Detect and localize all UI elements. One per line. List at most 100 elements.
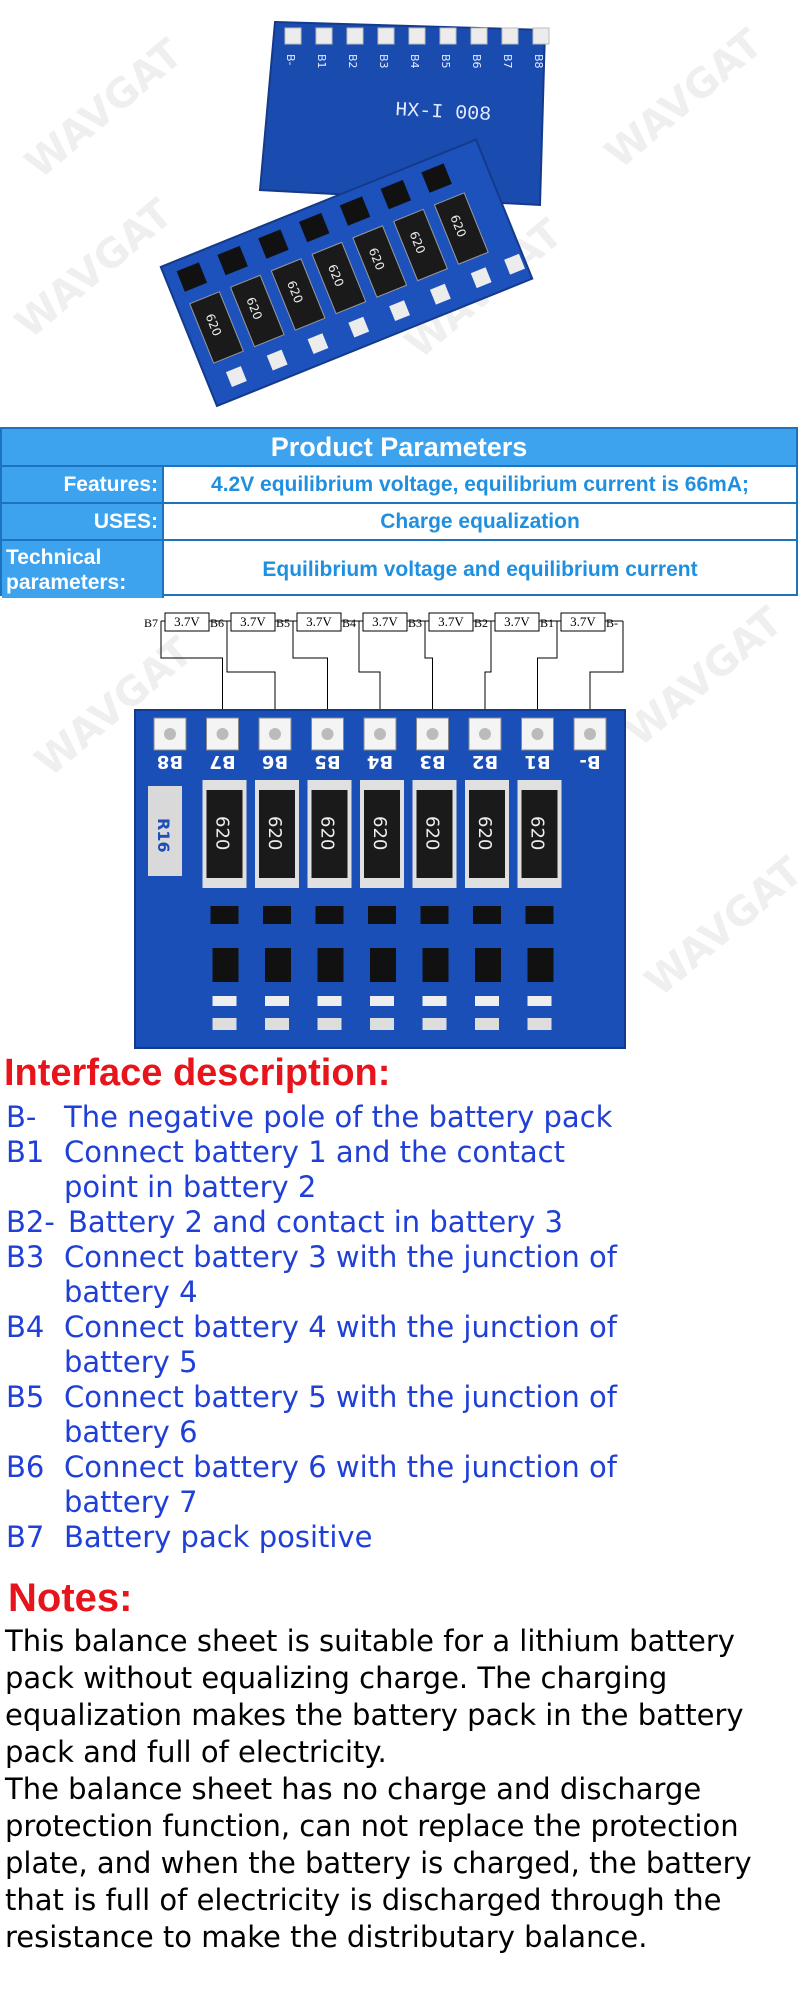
node-label: B3 bbox=[408, 616, 422, 630]
pad-hole bbox=[216, 728, 229, 740]
battery-voltage-label: 3.7V bbox=[504, 614, 530, 629]
list-item: B-The negative pole of the battery pack bbox=[6, 1100, 706, 1135]
mosfet-chip bbox=[217, 245, 248, 276]
resistor-label: 620 bbox=[527, 816, 548, 850]
product-photo: WAVGAT WAVGAT WAVGAT WAVGAT B-B1B2B3B4B5… bbox=[7, 20, 772, 408]
interface-list: B-The negative pole of the battery pack … bbox=[6, 1100, 706, 1555]
mosfet-chip bbox=[210, 906, 239, 924]
pad-hole bbox=[374, 728, 386, 740]
mosfet-chip bbox=[176, 262, 208, 292]
pin-description-line: battery 7 bbox=[64, 1485, 198, 1519]
pin-description-line: Connect battery 6 with the junction of bbox=[64, 1450, 617, 1484]
resistor-label: 620 bbox=[369, 816, 390, 850]
r16-resistor bbox=[148, 786, 182, 876]
led bbox=[212, 996, 237, 1006]
row-value: Charge equalization bbox=[380, 509, 580, 533]
pad-hole bbox=[164, 728, 176, 740]
board-model-label: HX-I 008 bbox=[395, 99, 492, 127]
battery-voltage-label: 3.7V bbox=[372, 614, 398, 629]
resistor bbox=[270, 258, 326, 331]
solder-pad bbox=[389, 300, 410, 322]
wire bbox=[292, 638, 328, 713]
notes-body: This balance sheet is suitable for a lit… bbox=[5, 1623, 800, 1956]
resistor bbox=[259, 790, 295, 878]
wire bbox=[537, 638, 558, 713]
led bbox=[527, 996, 552, 1006]
solder-pad bbox=[258, 717, 292, 751]
resistor-label: 620 bbox=[422, 816, 443, 850]
wire bbox=[589, 638, 624, 713]
watermark-text: WAVGAT bbox=[17, 30, 192, 188]
wire bbox=[484, 638, 492, 713]
pin-description: Battery pack positive bbox=[64, 1520, 373, 1554]
mosfet-chip bbox=[380, 179, 412, 210]
table-title: Product Parameters bbox=[2, 429, 796, 467]
pad-hole bbox=[479, 728, 491, 740]
ic-chip bbox=[370, 948, 396, 982]
solder-pad bbox=[284, 27, 302, 45]
solder-pad bbox=[348, 316, 370, 338]
pin-label: B1 bbox=[524, 751, 550, 772]
product-parameters-table: Product Parameters Features: 4.2V equili… bbox=[0, 427, 798, 598]
led bbox=[317, 996, 342, 1006]
pad-hole bbox=[269, 728, 281, 740]
resistor bbox=[416, 790, 453, 878]
node-label: B4 bbox=[342, 616, 356, 630]
pin-code: B6 bbox=[6, 1450, 45, 1484]
pin-label: B8 bbox=[532, 54, 545, 69]
node-label: B- bbox=[606, 616, 618, 630]
mosfet-chip bbox=[368, 906, 396, 924]
list-item: B6 Connect battery 6 with the junction of… bbox=[6, 1450, 706, 1520]
pin-label: B3 bbox=[377, 54, 390, 69]
solder-pad bbox=[307, 333, 329, 355]
solder-pad bbox=[521, 717, 554, 751]
pad-hole bbox=[426, 728, 439, 740]
led bbox=[370, 996, 394, 1006]
row-label-line: parameters: bbox=[6, 570, 127, 594]
resistor bbox=[364, 790, 400, 878]
pin-code: B4 bbox=[6, 1310, 45, 1344]
battery-cell bbox=[428, 612, 474, 632]
pin-description-line: point in battery 2 bbox=[64, 1170, 317, 1204]
watermark-text: WAVGAT bbox=[7, 190, 182, 348]
pin-code: B5 bbox=[6, 1380, 45, 1414]
node-label: B6 bbox=[210, 616, 224, 630]
row-label-line: Technical bbox=[6, 545, 102, 569]
smd-resistor bbox=[370, 1018, 394, 1030]
battery-cell bbox=[164, 612, 210, 632]
node-label: B2 bbox=[474, 616, 488, 630]
row-value: 4.2V equilibrium voltage, equilibrium cu… bbox=[211, 472, 749, 496]
smd-resistor bbox=[475, 1018, 499, 1030]
pin-label: B- bbox=[579, 751, 600, 772]
solder-pad bbox=[377, 27, 395, 45]
mosfet-chip bbox=[339, 196, 371, 226]
pin-label: B5 bbox=[439, 54, 452, 69]
pin-description-line: battery 4 bbox=[64, 1275, 198, 1309]
ic-chip bbox=[422, 948, 449, 982]
battery-cell bbox=[296, 612, 342, 632]
solder-pad bbox=[266, 349, 288, 371]
table-row: USES: Charge equalization bbox=[2, 504, 796, 541]
mosfet-chip bbox=[258, 229, 289, 259]
list-item: B2-Battery 2 and contact in battery 3 bbox=[6, 1205, 706, 1240]
pin-label: B3 bbox=[419, 751, 445, 772]
wire bbox=[160, 638, 223, 713]
led bbox=[475, 996, 499, 1006]
smd-resistor bbox=[212, 1018, 237, 1030]
resistor bbox=[311, 790, 348, 878]
watermark-text: WAVGAT bbox=[617, 598, 792, 756]
r16-label: R16 bbox=[154, 818, 173, 853]
solder-pad bbox=[504, 253, 525, 275]
solder-pad bbox=[429, 283, 451, 305]
pad-hole bbox=[531, 728, 544, 740]
resistor bbox=[206, 790, 243, 878]
row-label: Features: bbox=[2, 467, 164, 502]
resistor bbox=[469, 790, 505, 878]
wire bbox=[424, 638, 433, 713]
mosfet-chip bbox=[298, 212, 330, 243]
pin-description-line: battery 6 bbox=[64, 1415, 198, 1449]
row-value: Equilibrium voltage and equilibrium curr… bbox=[262, 557, 698, 581]
